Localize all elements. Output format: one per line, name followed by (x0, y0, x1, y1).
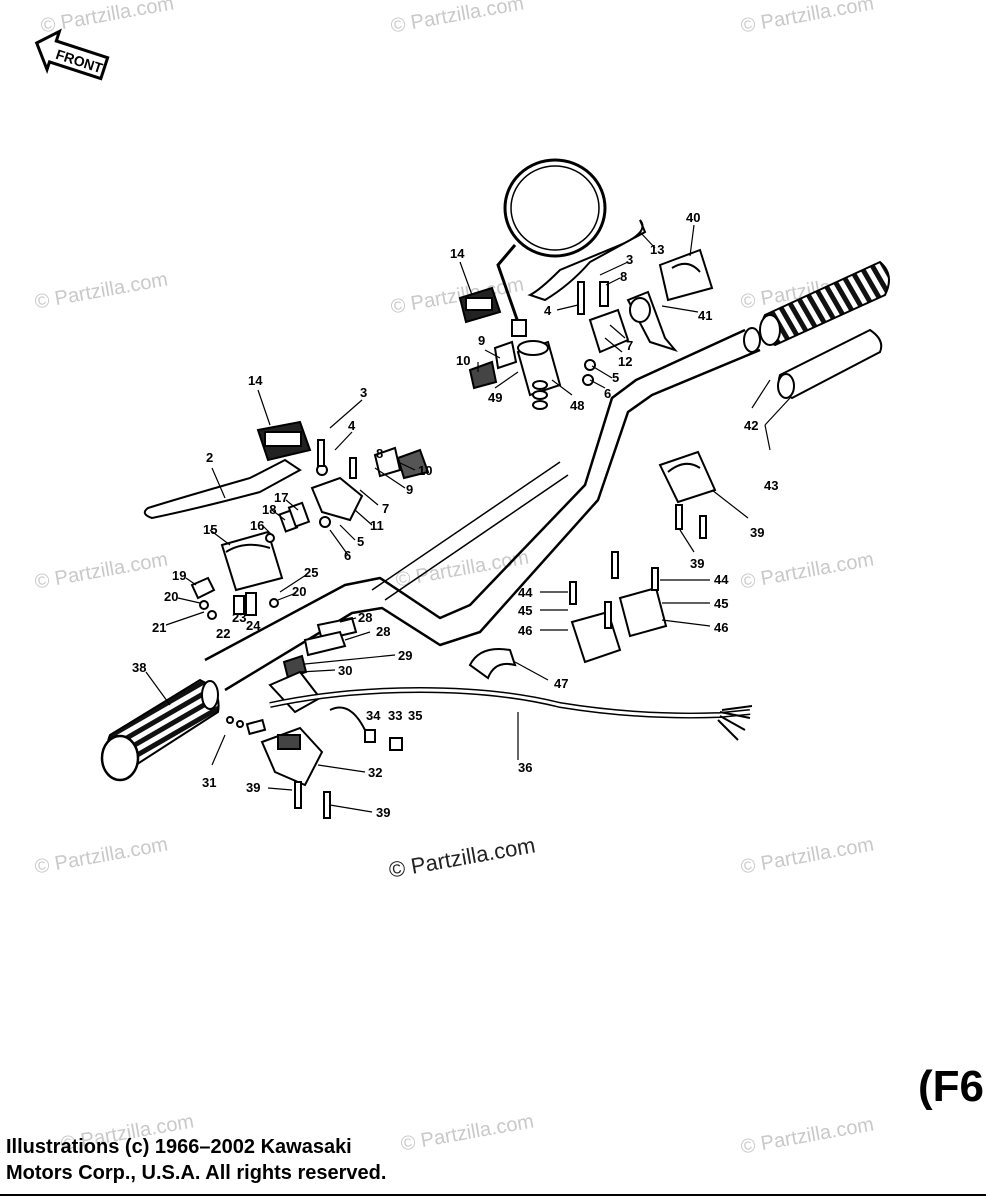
callout-46a: 46 (714, 620, 728, 635)
callout-3: 3 (360, 385, 367, 400)
left-switch-housing (256, 420, 312, 462)
wiring-harness (269, 686, 753, 741)
callout-36: 36 (518, 760, 532, 775)
callout-10: 10 (418, 463, 432, 478)
callout-6: 6 (344, 548, 351, 563)
callout-34: 34 (366, 708, 381, 723)
left-switch-parts (190, 501, 311, 620)
callout-22: 22 (216, 626, 230, 641)
left-grip (100, 678, 220, 782)
callout-32: 32 (368, 765, 382, 780)
callout-10b: 10 (456, 353, 470, 368)
callout-3b: 3 (626, 252, 633, 267)
right-handle-switch (226, 716, 403, 787)
callout-16: 16 (250, 518, 264, 533)
callout-13: 13 (650, 242, 664, 257)
callout-14: 14 (248, 373, 263, 388)
small-parts-right (468, 340, 548, 410)
callout-38b: 39 (376, 805, 390, 820)
handlebar-holders (294, 450, 717, 819)
callout-19: 19 (172, 568, 186, 583)
callout-9b: 9 (478, 333, 485, 348)
callout-47: 47 (554, 676, 568, 691)
callout-38c: 39 (690, 556, 704, 571)
front-arrow-icon: FRONT (34, 28, 110, 81)
throttle-sleeve (516, 340, 562, 397)
callout-4b: 4 (544, 303, 552, 318)
callout-12: 12 (618, 354, 632, 369)
callout-40: 40 (686, 210, 700, 225)
callout-14b: 14 (450, 246, 465, 261)
callout-37: 38 (132, 660, 146, 675)
callout-4: 4 (348, 418, 356, 433)
callout-7: 7 (382, 501, 389, 516)
right-grip (759, 260, 890, 400)
callout-20a: 20 (164, 589, 178, 604)
callout-28a: 28 (358, 610, 372, 625)
bottom-rule (0, 1194, 986, 1196)
callout-11: 11 (370, 518, 384, 533)
callout-43: 43 (764, 478, 778, 493)
callout-30: 30 (338, 663, 352, 678)
callout-33: 33 (388, 708, 402, 723)
leader-lines (145, 224, 791, 813)
callout-49: 49 (488, 390, 502, 405)
callout-42: 42 (744, 418, 758, 433)
callout-48: 48 (570, 398, 584, 413)
callout-17: 17 (274, 490, 288, 505)
callout-35: 35 (408, 708, 422, 723)
mirror (496, 158, 607, 337)
throttle-clamp (626, 248, 714, 352)
diagram-code: (F6 (918, 1062, 984, 1111)
right-lever-bracket (577, 281, 630, 386)
callout-9: 9 (406, 482, 413, 497)
callout-31: 31 (202, 775, 216, 790)
callout-45b: 45 (518, 603, 532, 618)
callout-44b: 44 (518, 585, 533, 600)
callout-21: 21 (152, 620, 166, 635)
callout-18: 18 (262, 502, 276, 517)
callout-5b: 5 (612, 370, 619, 385)
callout-46b: 46 (518, 623, 532, 638)
callout-15: 15 (203, 522, 217, 537)
callout-44a: 44 (714, 572, 729, 587)
left-lever (143, 458, 302, 520)
callout-39: 39 (750, 525, 764, 540)
callout-2: 2 (206, 450, 213, 465)
right-switch-housing (458, 286, 502, 324)
callout-24: 24 (246, 618, 261, 633)
callout-8b: 8 (620, 269, 627, 284)
callout-6b: 6 (604, 386, 611, 401)
callout-28b: 28 (376, 624, 390, 639)
copyright-line-1: Illustrations (c) 1966–2002 Kawasaki (6, 1136, 352, 1158)
callout-8: 8 (376, 446, 383, 461)
copyright-line-2: Motors Corp., U.S.A. All rights reserved… (6, 1162, 387, 1184)
callout-25: 25 (304, 565, 318, 580)
callout-numbers: 2 3 4 14 10 9 8 7 11 5 6 15 16 18 17 19 … (132, 210, 778, 820)
callout-5: 5 (357, 534, 364, 549)
callout-7b: 7 (626, 338, 633, 353)
callout-23: 23 (232, 610, 246, 625)
handlebar-tube (204, 327, 761, 692)
callout-29: 29 (398, 648, 412, 663)
callout-41: 41 (698, 308, 712, 323)
right-lever (527, 219, 647, 302)
left-lever-bracket (310, 439, 430, 528)
callout-20b: 20 (292, 584, 306, 599)
callout-38a: 39 (246, 780, 260, 795)
callout-45a: 45 (714, 596, 728, 611)
cable-band (468, 648, 517, 680)
